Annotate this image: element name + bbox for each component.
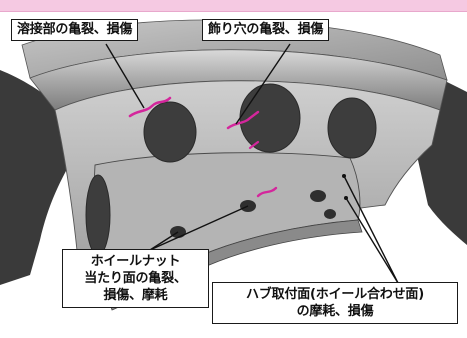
leader-hole [235,43,291,125]
leader-hub-dot-a [342,174,346,178]
leader-hub-a [343,175,399,284]
leader-hub-dot-b [344,196,348,200]
leader-hub-b [345,197,399,284]
label-nut-line2: 当たり面の亀裂、 [84,271,187,286]
crack-hole [226,110,260,130]
leader-nut-b [149,205,249,251]
leader-nut-a [149,231,179,251]
stud-hole-3 [310,190,326,202]
label-decorative-hole-crack: 飾り穴の亀裂、損傷 [202,19,330,41]
stud-hole-4 [324,209,336,219]
label-wheel-nut-seat: ホイールナット 当たり面の亀裂、 損傷、摩耗 [62,249,209,308]
label-nut-line1: ホイールナット [90,254,181,269]
crack-hole-small [248,140,260,150]
label-hub-line2: の摩耗、損傷 [296,304,374,319]
leader-weld [105,43,145,109]
label-nut-line3: 損傷、摩耗 [103,288,168,303]
header-band [0,0,467,12]
hole-3 [327,97,377,159]
hole-4 [85,174,111,256]
crack-nut [256,186,278,198]
crack-weld [128,96,172,118]
label-hub-line1: ハブ取付面(ホイール合わせ面) [246,287,424,302]
hole-1 [143,101,197,163]
label-hub-mounting-surface: ハブ取付面(ホイール合わせ面) の摩耗、損傷 [212,282,458,324]
label-weld-crack: 溶接部の亀裂、損傷 [11,19,139,41]
